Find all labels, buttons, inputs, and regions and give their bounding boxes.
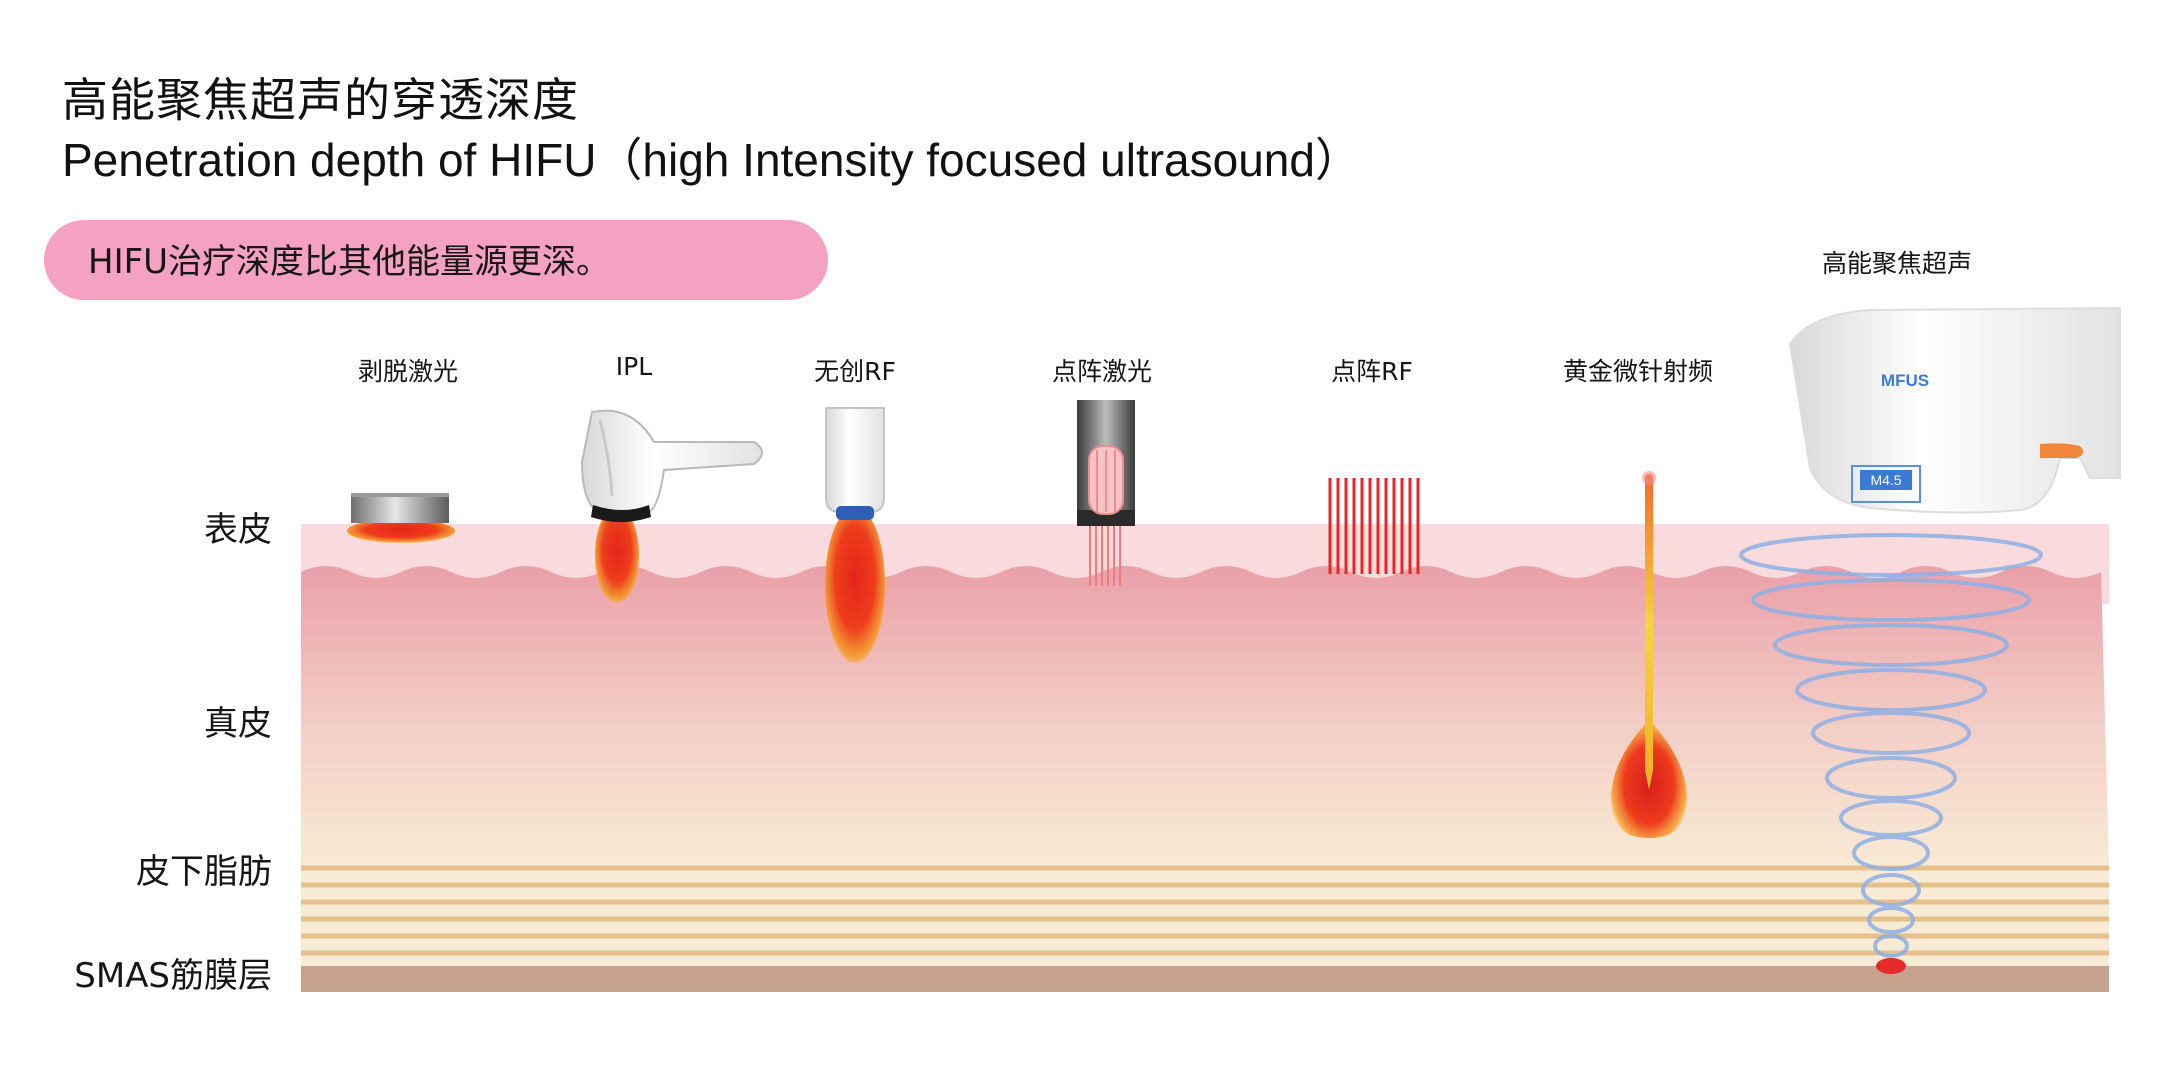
callout-banner: HIFU治疗深度比其他能量源更深。 — [44, 220, 828, 300]
device-label-noninvasive-rf: 无创RF — [814, 357, 896, 386]
ablative-laser-icon — [347, 493, 455, 543]
hifu-focal-point — [1876, 958, 1906, 974]
device-label-ipl: IPL — [615, 352, 653, 381]
subcutaneous-fat-layer — [301, 860, 2109, 968]
layer-label-smas: SMAS筋膜层 — [74, 956, 272, 996]
layer-label-subcutaneous-fat: 皮下脂肪 — [136, 852, 272, 892]
title-english: Penetration depth of HIFU（high Intensity… — [62, 134, 1361, 186]
skin-layers — [301, 524, 2109, 992]
callout-text: HIFU治疗深度比其他能量源更深。 — [88, 242, 611, 282]
fractional-laser-icon — [1077, 400, 1135, 586]
hifu-device-icon: MFUS M4.5 — [1788, 306, 2121, 514]
hifu-device-label: 高能聚焦超声 — [1821, 249, 1973, 278]
layer-label-epidermis: 表皮 — [204, 510, 272, 550]
device-label-gold-microneedle-rf: 黄金微针射频 — [1562, 357, 1714, 386]
layer-label-dermis: 真皮 — [204, 704, 272, 744]
device-label-ablative-laser: 剥脱激光 — [357, 357, 459, 386]
fractional-rf-icon — [1328, 478, 1420, 574]
hifu-brand-text: MFUS — [1881, 371, 1929, 390]
hifu-cartridge-text: M4.5 — [1870, 472, 1901, 488]
device-label-fractional-laser: 点阵激光 — [1051, 357, 1153, 386]
fat-layer-lines — [301, 865, 2109, 956]
ipl-handpiece-icon — [580, 409, 763, 603]
device-label-fractional-rf: 点阵RF — [1331, 357, 1413, 386]
dermis-layer — [301, 566, 2109, 866]
noninvasive-rf-icon — [825, 407, 885, 663]
ultrasound-rings — [1739, 533, 2043, 958]
title-chinese: 高能聚焦超声的穿透深度 — [62, 73, 579, 127]
gold-microneedle-rf-icon — [1611, 471, 1687, 838]
smas-layer — [301, 966, 2109, 992]
